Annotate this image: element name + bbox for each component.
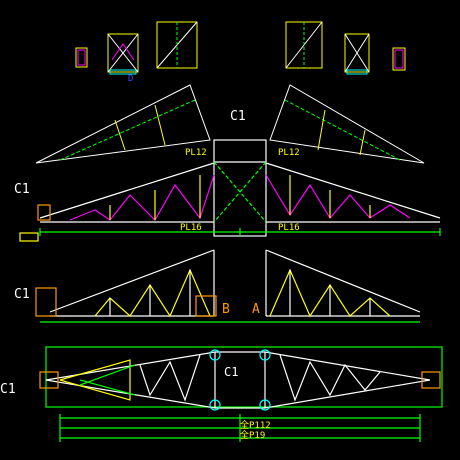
- upper-chord-views: [35, 84, 425, 164]
- label-plate-left-top: PL12: [185, 148, 207, 158]
- label-plate-right-mid: PL16: [278, 223, 300, 233]
- truss-elevation-3: [39, 346, 443, 442]
- label-plate-left-mid: PL16: [180, 223, 202, 233]
- detail-views-top: [75, 21, 406, 75]
- label-plate-right-top: PL12: [278, 148, 300, 158]
- truss-elevation-2: [35, 249, 421, 323]
- label-section-a: A: [252, 302, 260, 317]
- label-c1-truss3: C1: [0, 382, 16, 397]
- label-c1-truss1: C1: [14, 182, 30, 197]
- label-dim-pl19: 全P19: [240, 429, 265, 441]
- label-c1-top: C1: [230, 109, 246, 124]
- label-c1-center: C1: [224, 365, 238, 379]
- label-c1-truss2: C1: [14, 287, 30, 302]
- label-dim-pl12: 全P112: [240, 419, 271, 431]
- label-detail-d: D: [128, 74, 133, 84]
- truss-elevation-1: [19, 139, 441, 242]
- label-section-b: B: [222, 302, 230, 317]
